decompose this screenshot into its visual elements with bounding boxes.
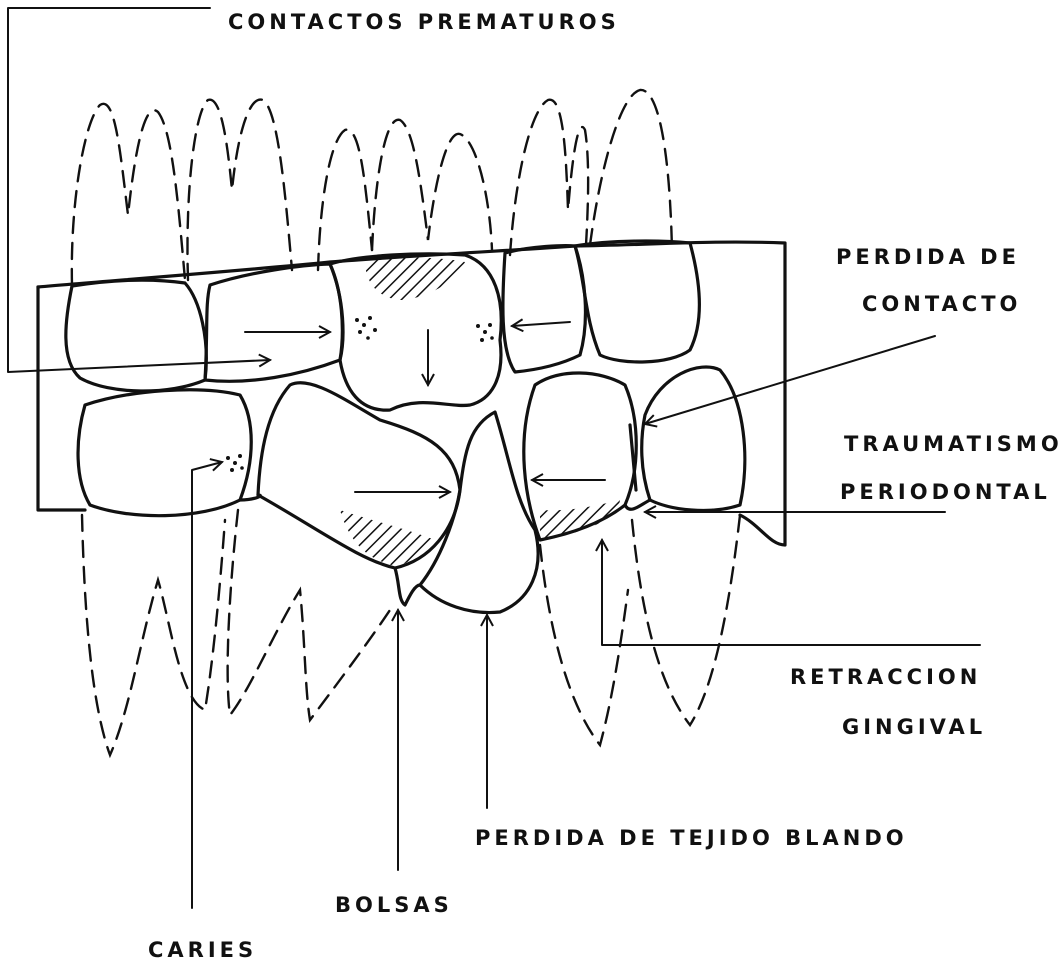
caries-dots <box>226 316 494 472</box>
label-periodontal: PERIODONTAL <box>840 480 1051 504</box>
label-traumatismo: TRAUMATISMO <box>844 432 1063 456</box>
force-arrows <box>245 322 605 492</box>
label-perdida-de: PERDIDA DE <box>836 245 1020 269</box>
label-perdida-tejido-blando: PERDIDA DE TEJIDO BLANDO <box>475 826 908 850</box>
label-contactos-prematuros: CONTACTOS PREMATUROS <box>228 10 620 34</box>
label-retraccion: RETRACCION <box>790 665 981 689</box>
leader-lines <box>8 8 980 908</box>
label-contacto: CONTACTO <box>862 292 1021 316</box>
label-caries: CARIES <box>148 938 257 962</box>
label-gingival: GINGIVAL <box>842 715 986 739</box>
hatched-areas <box>340 258 620 566</box>
label-bolsas: BOLSAS <box>335 893 453 917</box>
